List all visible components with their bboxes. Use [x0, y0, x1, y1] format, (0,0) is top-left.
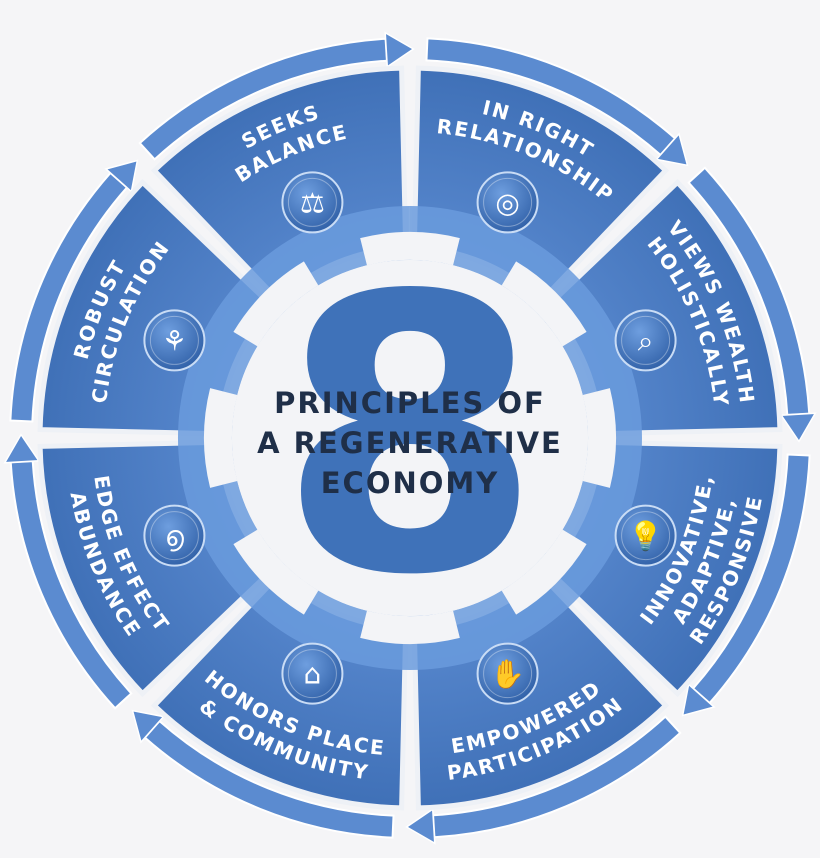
outer-ring-arrowhead: [104, 159, 139, 193]
outer-ring-arrowhead: [655, 132, 689, 167]
concentric-circles-icon: ◎: [476, 171, 539, 234]
chart-magnifier-icon: ⌕: [614, 309, 677, 372]
tree-roots-icon: ⚘: [143, 309, 206, 372]
hub-tooth: [501, 529, 587, 615]
inner-ring: [177, 206, 642, 670]
house-icon: ⌂: [281, 642, 344, 705]
principle-icons: ⚖ ◎ ⌕ 💡 ✋ ⌂ ൭ ⚘: [143, 171, 677, 705]
outer-ring: [3, 31, 817, 845]
outer-ring-arrowhead: [131, 709, 165, 744]
svg-text:൭: ൭: [165, 520, 185, 553]
hub-tooth: [233, 261, 319, 347]
scales-icon: ⚖: [281, 171, 344, 234]
raised-hands-icon: ✋: [476, 642, 539, 705]
big-number-eight: 8: [278, 215, 542, 658]
hub-tooth: [360, 232, 460, 266]
spiral-icon: ൭: [143, 504, 206, 567]
svg-text:💡: 💡: [628, 520, 663, 553]
outer-ring-arrowhead: [384, 31, 415, 69]
svg-text:⌕: ⌕: [638, 324, 654, 357]
hub-tooth: [360, 610, 460, 645]
outer-ring-arrowhead: [779, 412, 817, 443]
lightbulb-icon: 💡: [614, 504, 677, 567]
hub-tooth: [204, 388, 238, 488]
hub-tooth: [233, 529, 319, 615]
outer-ring-arrowhead: [681, 683, 716, 717]
center-hub: [232, 260, 588, 616]
hub-tooth: [501, 261, 587, 347]
center-title-line-2: A REGENERATIVE: [257, 426, 563, 460]
hub-tooth: [582, 388, 616, 488]
center-title-line-3: ECONOMY: [321, 466, 500, 500]
svg-text:⌂: ⌂: [304, 658, 322, 691]
outer-ring-arrowhead: [3, 433, 41, 464]
svg-text:✋: ✋: [490, 658, 525, 691]
svg-text:◎: ◎: [495, 186, 519, 219]
center-title-line-1: PRINCIPLES OF: [274, 386, 546, 420]
svg-text:⚘: ⚘: [162, 324, 187, 357]
svg-text:⚖: ⚖: [300, 186, 325, 219]
outer-ring-arrowhead: [405, 807, 436, 845]
